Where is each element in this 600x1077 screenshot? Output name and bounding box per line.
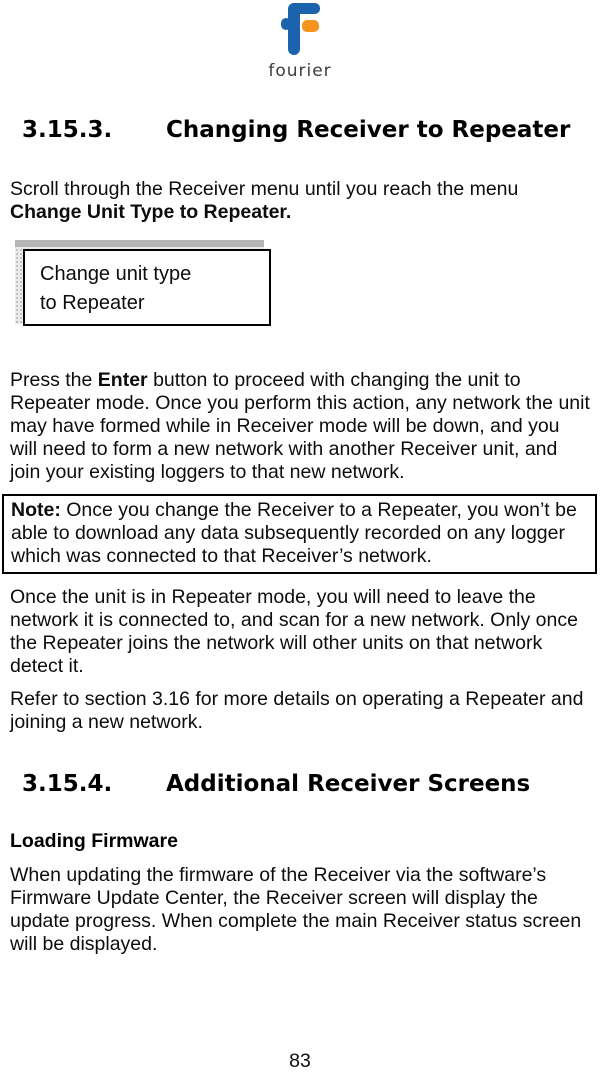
lcd-line-1: Change unit type bbox=[40, 263, 192, 285]
note-label: Note: bbox=[11, 499, 61, 521]
section-number: 3.15.3. bbox=[22, 117, 113, 143]
section-heading-3-15-3: 3.15.3. Changing Receiver to Repeater bbox=[22, 117, 600, 143]
logo-crossbar-shape bbox=[280, 18, 291, 30]
paragraph-press-enter: Press the Enter button to proceed with c… bbox=[10, 369, 592, 484]
paragraph-repeater-mode: Once the unit is in Repeater mode, you w… bbox=[10, 586, 578, 677]
logo-stem-shape bbox=[287, 3, 300, 55]
note-text: Once you change the Receiver to a Repeat… bbox=[11, 499, 577, 567]
logo-brand-text: fourier bbox=[268, 61, 332, 81]
fourier-logo: fourier bbox=[0, 0, 600, 81]
menu-name-bold: Change Unit Type to Repeater. bbox=[10, 201, 292, 223]
section-title: Additional Receiver Screens bbox=[166, 771, 531, 797]
note-box: Note: Once you change the Receiver to a … bbox=[2, 494, 597, 574]
paragraph-firmware-update: When updating the firmware of the Receiv… bbox=[10, 864, 582, 955]
section-heading-3-15-4: 3.15.4. Additional Receiver Screens bbox=[22, 771, 600, 797]
enter-button-bold: Enter bbox=[97, 369, 148, 391]
lcd-screen-box: Change unit type to Repeater bbox=[23, 249, 271, 326]
paragraph-refer-section: Refer to section 3.16 for more details o… bbox=[10, 688, 584, 733]
paragraph-text: button to proceed with changing the unit… bbox=[10, 369, 590, 483]
paragraph-text: Press the bbox=[10, 369, 98, 391]
logo-top-bar-shape bbox=[288, 3, 320, 14]
paragraph-scroll-menu: Scroll through the Receiver menu until y… bbox=[10, 178, 592, 224]
fourier-logo-mark-icon bbox=[280, 3, 320, 55]
logo-orange-shape bbox=[301, 20, 319, 32]
paragraph-text: Scroll through the Receiver menu until y… bbox=[10, 178, 519, 200]
lcd-line-2: to Repeater bbox=[40, 292, 145, 314]
subheading-loading-firmware: Loading Firmware bbox=[10, 830, 178, 852]
section-number: 3.15.4. bbox=[22, 771, 113, 797]
section-title: Changing Receiver to Repeater bbox=[166, 117, 571, 143]
page-number: 83 bbox=[289, 1050, 311, 1072]
receiver-screen-figure: Change unit type to Repeater bbox=[15, 240, 280, 327]
